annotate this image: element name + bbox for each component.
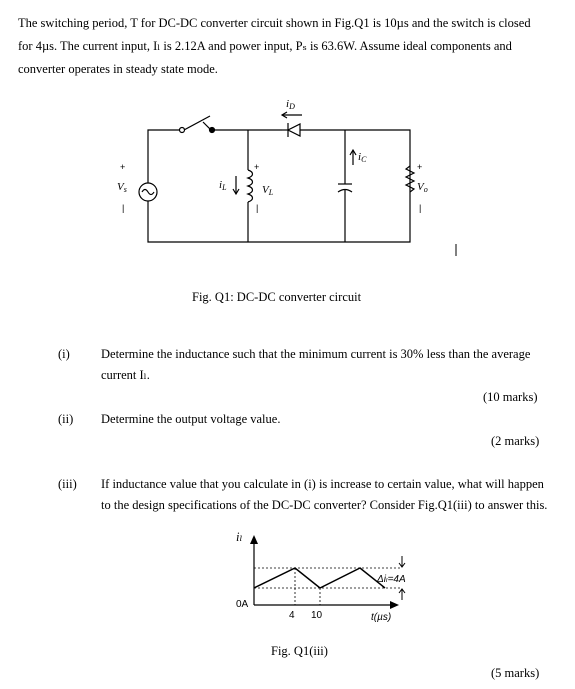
circuit-caption: Fig. Q1: DC-DC converter circuit (192, 290, 362, 304)
graph-x-label: t(µs) (371, 612, 392, 623)
intro-line-3: converter operates in steady state mode. (18, 62, 218, 76)
question-3-marks: (5 marks) (491, 666, 540, 680)
minus-vs: | (122, 203, 124, 213)
graph-caption: Fig. Q1(iii) (271, 644, 328, 658)
wire-left-top (147, 129, 180, 183)
switch-blade (183, 115, 211, 131)
minus-vl: | (256, 203, 258, 213)
question-1-number: (i) (58, 347, 70, 361)
wire-bottom-right (147, 129, 411, 243)
switch-arrow (202, 121, 212, 131)
question-3-line-1: If inductance value that you calculate i… (101, 477, 544, 491)
capacitor-plate-bottom (337, 188, 353, 193)
intro-line-1: The switching period, T for DC-DC conver… (18, 16, 531, 30)
resistor-load (404, 165, 416, 193)
question-1-line-2: current Iₗ. (101, 368, 150, 382)
diode-symbol (286, 123, 301, 137)
graph-origin-label: 0A (236, 599, 249, 610)
question-2-number: (ii) (58, 412, 74, 426)
graph-tick-4: 4 (289, 610, 295, 621)
question-1-line-1: Determine the inductance such that the m… (101, 347, 531, 361)
current-waveform (253, 567, 386, 589)
plus-vo: + (417, 162, 422, 172)
question-2-line-1: Determine the output voltage value. (101, 412, 281, 426)
graph-delta-label: Δiₗ=4A (377, 574, 406, 585)
question-3-number: (iii) (58, 477, 77, 491)
inductor-coil (246, 169, 254, 203)
label-vL: VL (262, 184, 274, 197)
plus-vl: + (254, 162, 259, 172)
label-vs: Vs (117, 181, 127, 194)
graph-tick-10: 10 (311, 610, 323, 621)
problem-statement: The switching period, T for DC-DC conver… (18, 12, 558, 81)
label-vo: Vo (417, 181, 428, 194)
intro-line-2: for 4µs. The current input, Iₗ is 2.12A … (18, 39, 512, 53)
voltage-source (138, 182, 158, 202)
question-1-marks: (10 marks) (483, 390, 538, 404)
question-2-marks: (2 marks) (491, 434, 540, 448)
graph-y-label: iₗ (236, 530, 243, 544)
label-iD: iD (286, 98, 295, 111)
minus-vo: | (419, 203, 421, 213)
label-iC: iC (358, 151, 367, 164)
question-3-line-2: to the design specifications of the DC-D… (101, 498, 548, 512)
plus-vs: + (120, 162, 125, 172)
label-iL: iL (219, 179, 227, 192)
